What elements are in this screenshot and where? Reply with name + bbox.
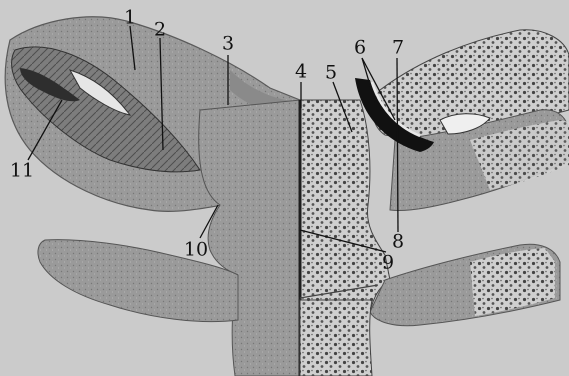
label-5: 5 (325, 64, 337, 83)
label-3: 3 (222, 35, 234, 54)
label-4: 4 (295, 63, 307, 82)
label-10: 10 (184, 241, 208, 260)
lower-segment (300, 300, 372, 376)
label-8: 8 (392, 233, 404, 252)
label-9: 9 (382, 254, 394, 273)
label-1: 1 (124, 9, 136, 28)
label-7: 7 (392, 39, 404, 58)
label-2: 2 (154, 21, 166, 40)
label-6: 6 (354, 39, 366, 58)
label-11: 11 (10, 162, 34, 181)
